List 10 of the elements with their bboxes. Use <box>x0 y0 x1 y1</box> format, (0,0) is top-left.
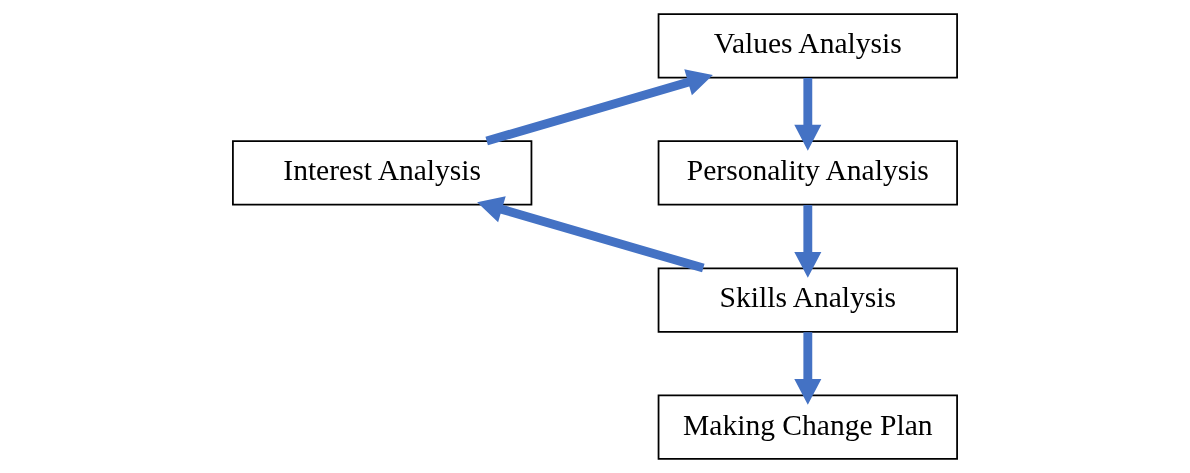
node-box: Skills Analysis <box>657 267 958 333</box>
node-box: Personality Analysis <box>657 140 958 206</box>
arrow <box>794 78 822 151</box>
node-box: Values Analysis <box>657 13 958 79</box>
arrow <box>485 69 713 146</box>
node-box: Making Change Plan <box>657 394 958 460</box>
arrow <box>794 205 822 278</box>
arrow <box>794 332 822 405</box>
arrow <box>477 196 705 273</box>
node-box: Interest Analysis <box>232 140 533 206</box>
